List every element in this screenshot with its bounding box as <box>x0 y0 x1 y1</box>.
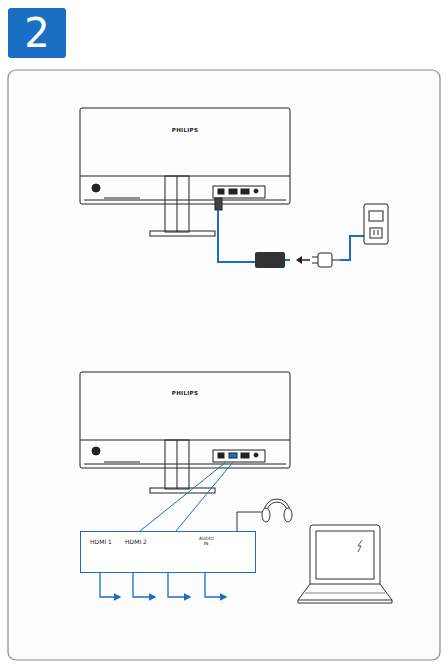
connection-arrow <box>100 573 226 597</box>
laptop <box>298 525 392 603</box>
panel <box>8 70 440 660</box>
power-cable <box>218 210 372 262</box>
step-number: 2 <box>24 11 49 55</box>
wall-outlet <box>364 204 388 244</box>
port-label: HDMI 1 <box>90 539 112 546</box>
callout-leader <box>140 462 233 531</box>
arrow-head <box>296 256 302 264</box>
power-adapter <box>255 252 285 268</box>
monitor-bottom <box>80 372 290 493</box>
step-number-badge: 2 <box>8 8 66 58</box>
brand-logo: PHILIPS <box>172 390 198 396</box>
headphones <box>237 499 292 531</box>
monitor-top <box>80 108 290 236</box>
plug <box>312 253 340 267</box>
brand-logo: PHILIPS <box>172 127 198 133</box>
port-label: HDMI 2 <box>125 539 147 546</box>
port-panel: HDMI 1 HDMI 2 AUDIO IN <box>80 531 256 573</box>
port-label: AUDIO IN <box>199 537 213 547</box>
